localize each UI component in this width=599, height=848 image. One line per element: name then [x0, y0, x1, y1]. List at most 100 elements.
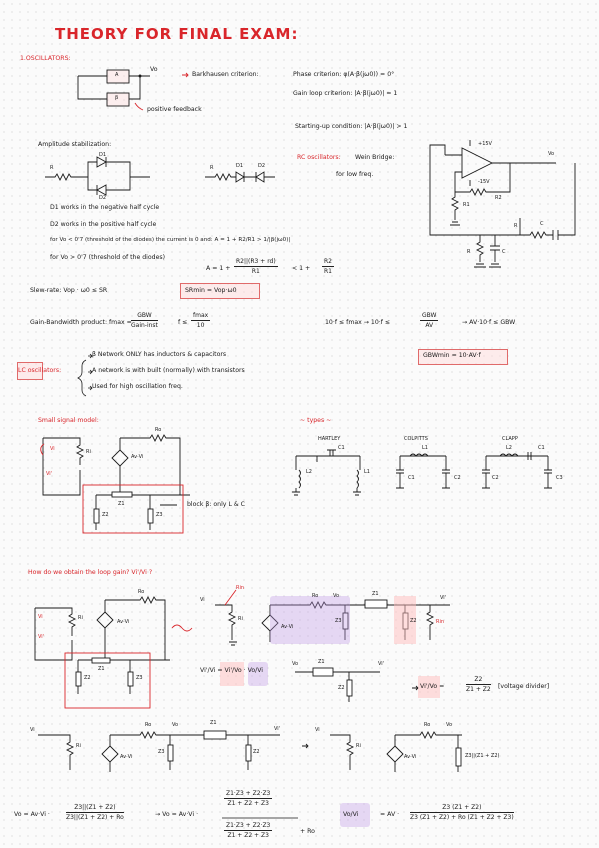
av-vi-open: Av·Vi: [281, 624, 294, 630]
gain-eq-den: R1: [251, 268, 260, 275]
ri-ss: Ri: [86, 449, 91, 455]
bullet-4: for Vo > 0'7 (threshold of the diodes): [50, 254, 166, 261]
z3-ss: Z3: [156, 512, 163, 518]
vd-lhs: Vi'/Vo =: [420, 683, 445, 690]
hartley-l2: L2: [306, 469, 312, 475]
vi-lg: Vi: [38, 614, 43, 620]
vi-open: Vi: [200, 597, 205, 603]
vo-vi-lhs: Vo/Vi: [343, 811, 359, 818]
gain-eq-den2: R1: [324, 268, 332, 275]
vo-vi-frac: Z3 (Z1 + Z2)Z3 (Z1 + Z2) + Ro (Z1 + Z2 +…: [410, 804, 514, 821]
starting-up-condition: Starting-up condition: |A·β(jω0)| > 1: [295, 123, 408, 130]
z2-bot: Z2: [253, 749, 260, 755]
block-a-label: A: [115, 72, 119, 78]
lc-oscillators: LC oscillators:: [18, 367, 62, 374]
slew-rate: Slew-rate: Vop · ω0 ≤ SR: [30, 287, 108, 294]
lc-item-2: A network is with built (normally) with …: [92, 367, 245, 374]
voltage-divider-circuit: [295, 667, 380, 702]
d2-label: D2: [99, 195, 107, 201]
barkhausen-label: Barkhausen criterion:: [192, 71, 259, 78]
lc-label-box: [17, 362, 43, 380]
ro-ss: Ro: [155, 427, 162, 433]
small-signal-model: [40, 433, 190, 534]
vi-prime-lg: Vi': [38, 634, 45, 640]
gbw-chain-num: GBW: [420, 312, 439, 321]
clapp-label: CLAPP: [502, 436, 518, 442]
r1-wein: R1: [463, 202, 470, 208]
z1-open: Z1: [372, 591, 379, 597]
vi-eq: Vi: [315, 727, 320, 733]
vd-den: Z1 + Z2: [466, 686, 491, 693]
for-low-freq: for low freq.: [336, 171, 374, 178]
vo-eq2-num-den: Z1 + Z2 + Z3: [227, 800, 269, 807]
diode-bridge: [45, 156, 150, 196]
wein-bridge-circuit: [429, 140, 576, 268]
gain-eq-num2: R2: [322, 258, 334, 267]
vo-eq1-num: Z3||(Z1 + Z2): [66, 804, 124, 813]
z3-lg: Z3: [136, 675, 143, 681]
loop-gain-circuit-bottom: [38, 730, 280, 772]
plus-15v: +15V: [478, 141, 492, 147]
z2-lg: Z2: [84, 675, 91, 681]
gbw-den: Gain-inst: [131, 322, 158, 329]
rin-open-2: Rin: [436, 619, 445, 625]
sr-min-box: [180, 283, 260, 299]
block-beta-label: β: [115, 95, 119, 101]
vi-prime-open: Vi': [440, 595, 447, 601]
wein-bridge: Wein Bridge:: [355, 154, 395, 161]
loop-gain-circuit-left: [34, 595, 193, 709]
f-num: fmax: [191, 312, 211, 321]
types-label: ~ types ~: [300, 417, 332, 424]
vo-eq1-lhs: Vo = Av·Vi ·: [14, 811, 50, 818]
highlight-purple-z3: [270, 596, 350, 644]
z1-bot: Z1: [210, 720, 217, 726]
beta-note: block β: only L & C: [187, 501, 245, 508]
vo-bot: Vo: [172, 722, 179, 728]
r-label-2: R: [210, 165, 214, 171]
vo-vd: Vo: [292, 661, 299, 667]
rc-oscillators: RC oscillators:: [297, 154, 341, 161]
clapp-c2: C2: [492, 475, 499, 481]
c-wein: C: [540, 221, 544, 227]
vi-prime-bot: Vi': [274, 726, 281, 732]
vo-eq: Vo: [446, 722, 453, 728]
ri-open: Ri: [238, 616, 243, 622]
ri-lg: Ri: [78, 615, 83, 621]
colpitts-c2: C2: [454, 475, 461, 481]
lc-item-3: Used for high oscillation freq.: [92, 383, 183, 390]
highlight-red-z2: [394, 596, 416, 644]
vd-num: Z2: [466, 676, 491, 685]
z1-vd: Z1: [318, 659, 325, 665]
colpitts-c1: C1: [408, 475, 415, 481]
av-vi-bot: Av·Vi: [120, 754, 133, 760]
gain-eq-frac: R2||(R3 + rd)R1: [234, 258, 278, 275]
vo-eq1-frac: Z3||(Z1 + Z2)Z3||(Z1 + Z2) + Ro: [66, 804, 124, 821]
section-oscillators: 1.OSCILLATORS:: [20, 55, 71, 62]
r-label: R: [50, 165, 54, 171]
vo-wein: Vo: [548, 151, 555, 157]
lc-item-1: β Network ONLY has inductors & capacitor…: [92, 351, 227, 358]
clapp-l2: L2: [506, 445, 512, 451]
vo-eq2-num-num: Z1·Z3 + Z2·Z3: [224, 790, 273, 799]
vo-vi-eq: = AV ·: [380, 811, 400, 818]
bullet-2: D2 works in the positive half cycle: [50, 221, 157, 228]
equivalent-circuit-bottom: [330, 730, 462, 772]
colpitts-l1: L1: [422, 445, 428, 451]
z2-ss: Z2: [102, 512, 109, 518]
amplitude-stabilization: Amplitude stabilization:: [38, 141, 112, 148]
gbw-chain-end: → AV·10·f ≤ GBW: [462, 319, 516, 326]
minus-15v: -15V: [478, 179, 490, 185]
vi-bot: Vi: [30, 727, 35, 733]
highlight-vo-vi-3: [340, 803, 370, 827]
z3-open: Z3: [335, 618, 342, 624]
gbw-num: GBW: [131, 312, 158, 321]
gbw-chain-den: AV: [425, 322, 434, 329]
bullet-1: D1 works in the negative half cycle: [50, 204, 160, 211]
z2-open: Z2: [410, 618, 417, 624]
